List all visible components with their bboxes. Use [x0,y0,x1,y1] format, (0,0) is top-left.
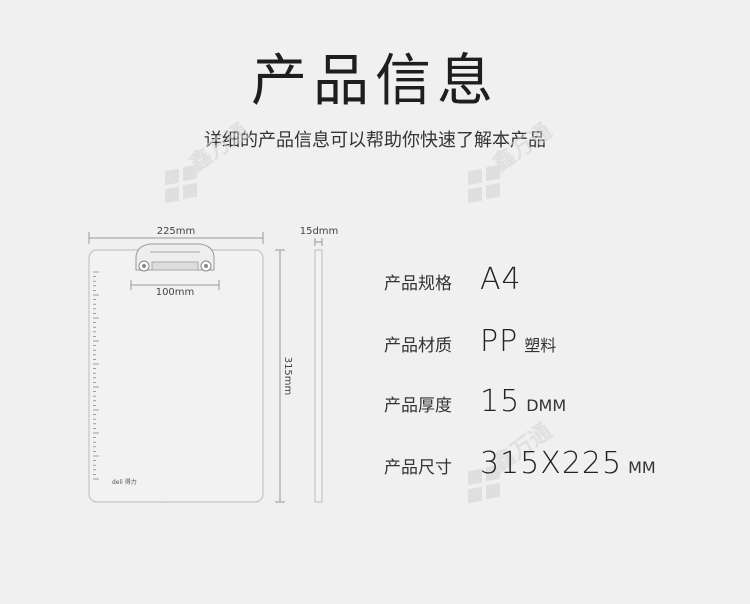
ruler-scale [93,271,99,480]
spec-label: 产品规格 [384,274,452,294]
spec-value: 315X225 [480,446,623,481]
spec-row-thickness: 产品厚度 15 DMM [384,384,566,419]
spec-row-material: 产品材质 PP 塑料 [384,324,556,359]
spec-value: 15 [480,384,521,419]
spec-label: 产品厚度 [384,396,452,416]
brand-mark: deli 得力 [112,478,137,486]
spec-value: A4 [480,262,522,297]
spec-unit: 塑料 [524,336,557,355]
clip-dimension-label: 100mm [156,287,195,298]
clipboard-side-view [314,249,323,503]
spec-row-dimensions: 产品尺寸 315X225 MM [384,446,656,481]
spec-unit: DMM [526,396,567,415]
page-title: 产品信息 [251,49,499,114]
width-dimension-label: 225mm [157,226,196,237]
thickness-dimension-label: 15dmm [300,226,339,237]
page-subtitle: 详细的产品信息可以帮助你快速了解本产品 [204,130,546,151]
spec-label: 产品材质 [384,336,452,356]
spec-row-size: 产品规格 A4 [384,262,528,297]
spec-value: PP [480,324,519,359]
spec-label: 产品尺寸 [384,458,452,478]
height-dimension-label: 315mm [282,357,293,396]
clip-icon [135,243,215,272]
spec-unit: MM [628,458,656,477]
